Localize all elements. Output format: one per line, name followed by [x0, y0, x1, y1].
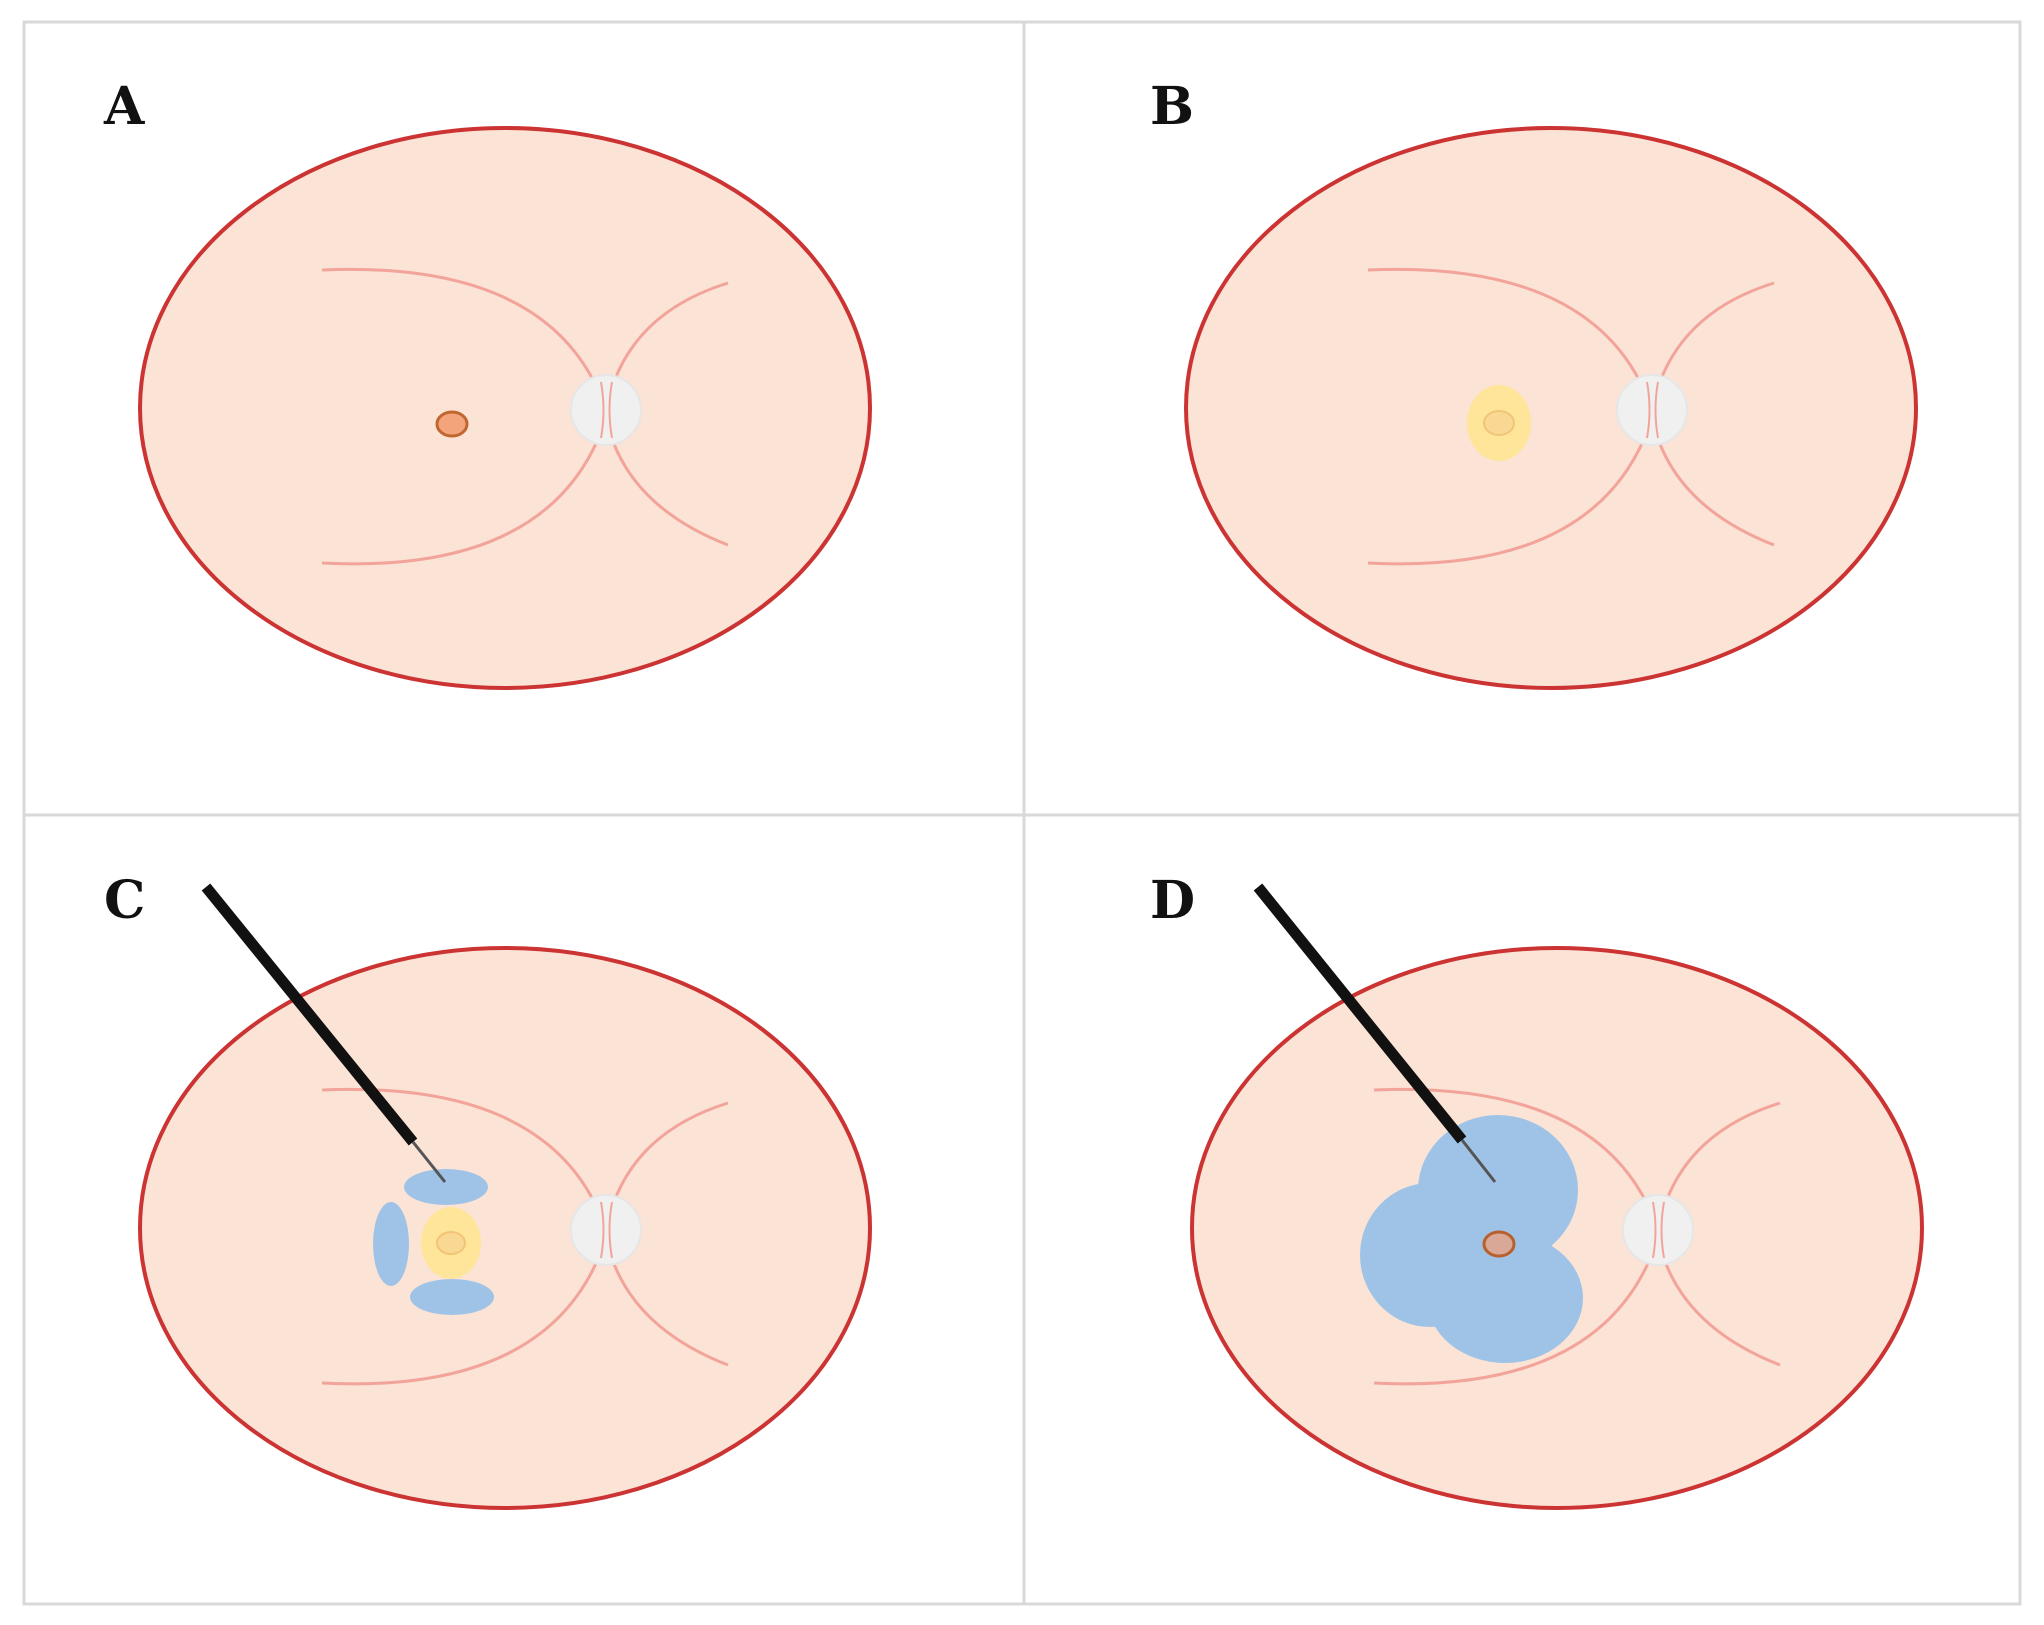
- fold-line-upper: [1373, 1087, 1660, 1231]
- orifice-slit: [600, 381, 613, 439]
- panel-d-label: D: [1150, 870, 1195, 931]
- fold-line-upper: [321, 267, 608, 411]
- fold-line-lower: [1367, 417, 1654, 566]
- orifice-circle: [1622, 1194, 1694, 1266]
- panel-c-label: C: [104, 870, 145, 931]
- fluid-cushion-left: [373, 1202, 409, 1286]
- panel-a-diagram: [138, 126, 872, 690]
- injection-needle-tip: [1460, 1139, 1497, 1183]
- injection-needle-shaft: [1253, 883, 1467, 1144]
- orifice-slit: [1646, 381, 1659, 439]
- panel-a-label: A: [103, 76, 145, 137]
- fold-line-lower: [321, 1237, 608, 1386]
- orifice-slit: [1652, 1201, 1665, 1259]
- panel-d-diagram: [1190, 883, 1924, 1510]
- lesion: [436, 1231, 466, 1255]
- organ-outline: [1184, 126, 1918, 690]
- fluid-cushion-bottom: [410, 1279, 494, 1315]
- orifice-circle: [1616, 374, 1688, 446]
- fold-line-upper: [321, 1087, 608, 1231]
- orifice-circle: [570, 1194, 642, 1266]
- panel-b-label: B: [1150, 76, 1194, 137]
- fold-line-lower: [321, 417, 608, 566]
- panel-c: C: [104, 870, 872, 1510]
- lesion: [435, 410, 469, 438]
- lesion: [1482, 1230, 1516, 1258]
- orifice-circle: [570, 374, 642, 446]
- fold-line-lower: [1373, 1237, 1660, 1386]
- fold-line-upper: [1367, 267, 1654, 411]
- panel-grid: [22, 20, 2022, 1606]
- panel-b-diagram: [1184, 126, 1918, 690]
- organ-outline: [138, 126, 872, 690]
- injection-needle-shaft: [201, 883, 418, 1146]
- panel-d-frame: [1022, 813, 2022, 1606]
- panel-d: D: [1150, 870, 1924, 1510]
- lesion: [1483, 410, 1515, 436]
- panel-c-diagram: [138, 883, 872, 1510]
- organ-outline: [138, 946, 872, 1510]
- panel-a: A: [103, 76, 872, 690]
- orifice-slit: [600, 1201, 613, 1259]
- panel-b: B: [1150, 76, 1918, 690]
- fluid-cushion-top: [404, 1169, 488, 1205]
- injection-needle-tip: [411, 1141, 447, 1183]
- fluid-cushion-merged: [1360, 1115, 1583, 1363]
